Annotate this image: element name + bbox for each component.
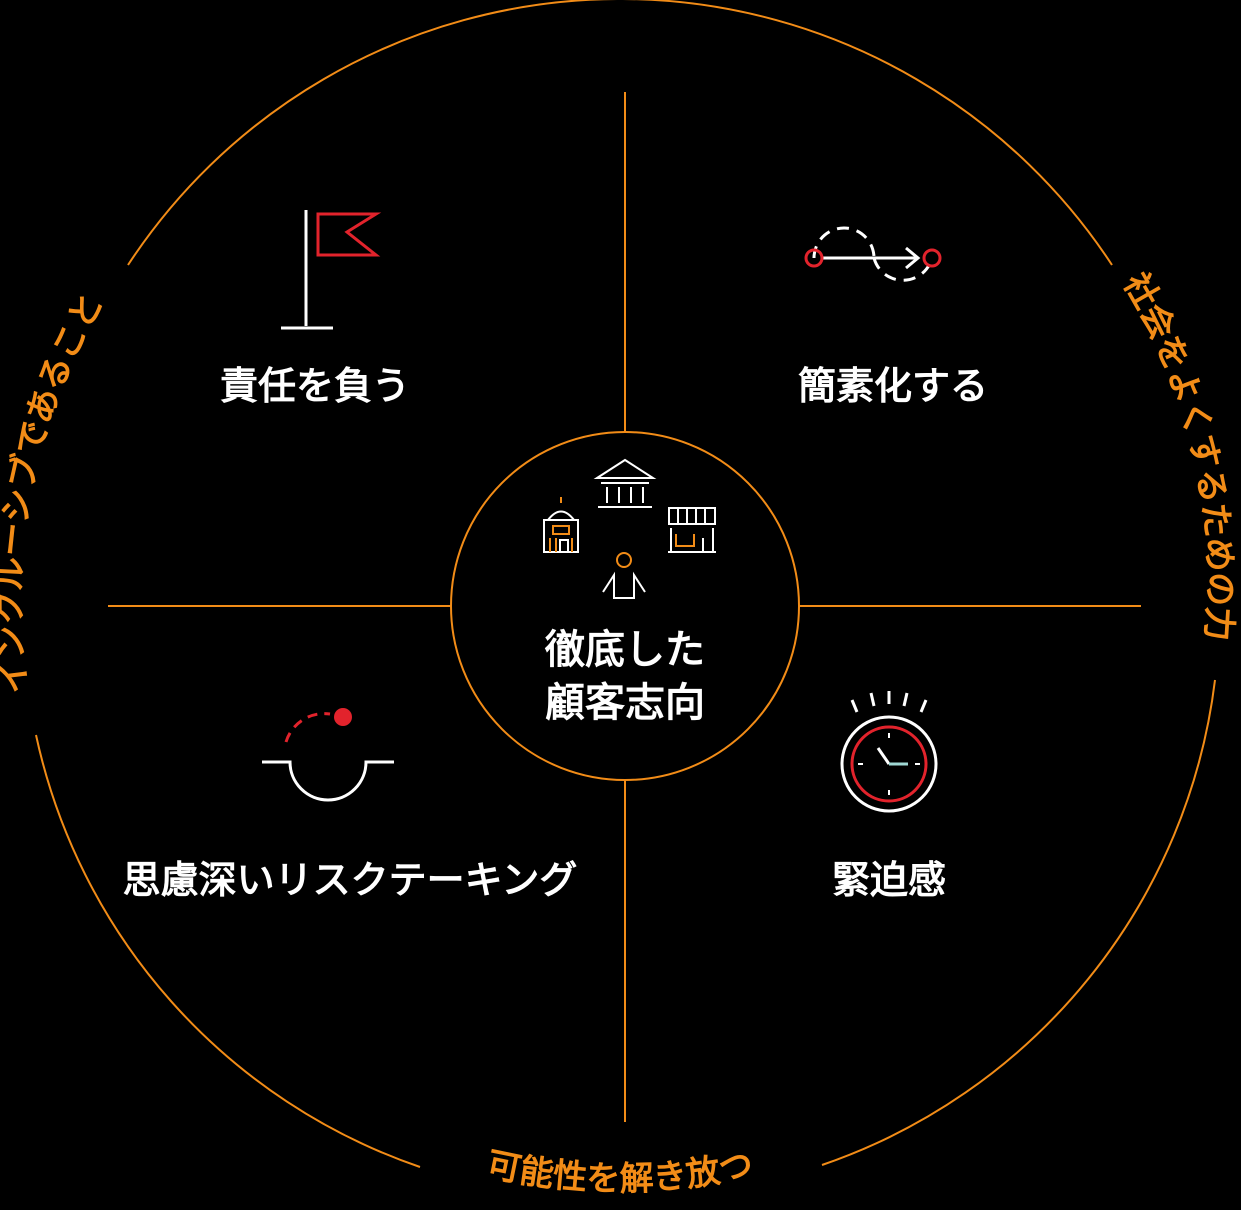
person-icon <box>602 552 646 599</box>
ring-label-left-path: インクルーシブであること <box>0 286 112 696</box>
outer-ring-arc-lower-left <box>35 734 421 1168</box>
storefront-icon <box>668 507 716 553</box>
center-label-line1: 徹底した <box>544 627 705 673</box>
outer-ring-arc-top <box>127 0 1113 266</box>
ring-label-bottom: 可能性を解き放つ <box>483 1144 756 1199</box>
outer-ring <box>35 0 1216 1168</box>
center-icons <box>543 458 716 599</box>
quadrant-label-accountable: 責任を負う <box>220 364 410 408</box>
government-building-icon <box>543 497 579 553</box>
ring-label-bottom-path: 可能性を解き放つ <box>483 1144 756 1199</box>
bank-icon <box>593 458 657 508</box>
ring-label-right-path: 社会をよくするための力 <box>1115 266 1239 642</box>
quadrant-label-risk-taking: 思慮深いリスクテーキング <box>123 858 578 902</box>
flag-icon <box>281 210 382 330</box>
quadrant-dividers <box>108 92 1141 1122</box>
ring-label-right: 社会をよくするための力 <box>1115 266 1239 642</box>
risk-jump-icon <box>262 708 394 802</box>
outer-ring-arc-lower-right <box>821 679 1216 1166</box>
center-circle <box>450 431 800 781</box>
ring-label-left: インクルーシブであること <box>0 286 112 696</box>
center-label-line2: 顧客志向 <box>545 680 705 726</box>
quadrant-label-simplify: 簡素化する <box>798 364 988 408</box>
quadrant-label-urgency: 緊迫感 <box>832 858 946 902</box>
stopwatch-icon <box>840 691 938 813</box>
route-simplify-icon <box>804 226 942 282</box>
